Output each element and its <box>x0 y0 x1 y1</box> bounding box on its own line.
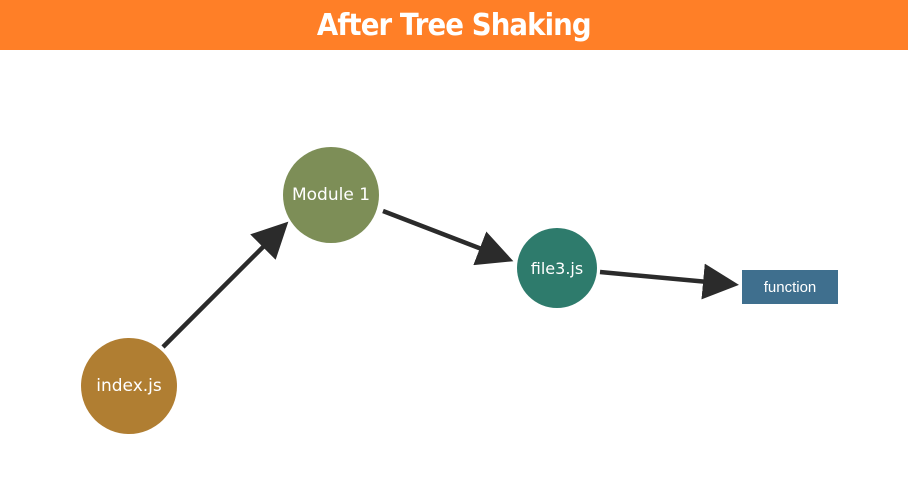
node-label: function <box>763 278 817 296</box>
title-banner: After Tree Shaking <box>0 0 908 50</box>
node-label: Module 1 <box>291 185 371 205</box>
page-title: After Tree Shaking <box>317 7 592 43</box>
node-label: index.js <box>96 376 162 396</box>
edge-module1-to-file3 <box>382 208 514 266</box>
node-label: file3.js <box>530 258 584 278</box>
node-file3-js: file3.js <box>517 228 597 308</box>
edge-index-to-module1 <box>161 221 289 349</box>
node-function: function <box>742 270 838 304</box>
node-module-1: Module 1 <box>283 147 379 243</box>
edge-file3-to-function <box>599 263 739 300</box>
node-index-js: index.js <box>81 338 177 434</box>
